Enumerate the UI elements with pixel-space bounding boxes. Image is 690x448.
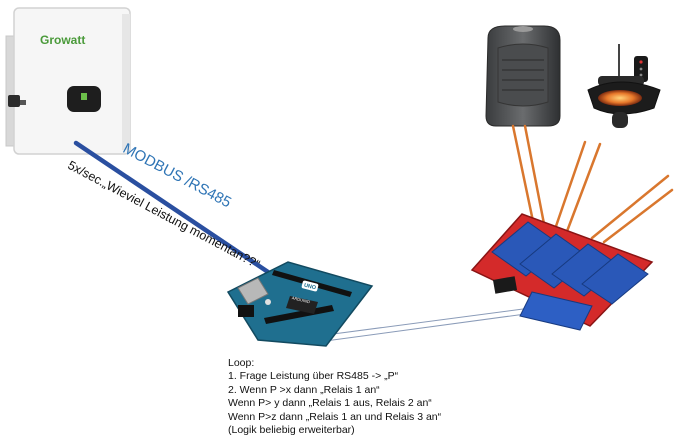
loop-line: Wenn P>z dann „Relais 1 an und Relais 3 … — [228, 410, 442, 423]
heater-wire-6 — [602, 188, 674, 244]
fan-heater — [485, 25, 561, 127]
loop-line: Wenn P> y dann „Relais 1 aus, Relais 2 a… — [228, 397, 432, 410]
patio-heater — [587, 44, 661, 128]
modbus-cable — [73, 140, 271, 275]
loop-line: 1. Frage Leistung über RS485 -> „P“ — [228, 370, 399, 383]
loop-title: Loop: — [228, 357, 255, 369]
inverter-brand-label: Growatt — [40, 33, 85, 47]
heater-wire-1 — [511, 124, 536, 228]
heater-wire-3 — [552, 140, 587, 234]
inverter — [5, 7, 131, 155]
arduino-uno-badge: UNO — [303, 283, 317, 292]
signal-line-1 — [317, 306, 539, 337]
remote-control — [634, 56, 648, 82]
heater-wire-5 — [590, 174, 670, 240]
loop-logic-text: Loop: 1. Frage Leistung über RS485 -> „P… — [228, 357, 441, 437]
signal-line-2 — [317, 311, 541, 343]
loop-line: 2. Wenn P >x dann „Relais 1 an“ — [228, 383, 380, 396]
arduino-board — [226, 261, 374, 347]
heater-wire-4 — [564, 142, 602, 236]
relay-board — [470, 213, 654, 331]
arduino-brand-label: ARDUINO — [291, 295, 310, 304]
heater-wire-2 — [523, 124, 547, 231]
loop-line: (Logik beliebig erweiterbar) — [228, 424, 355, 437]
